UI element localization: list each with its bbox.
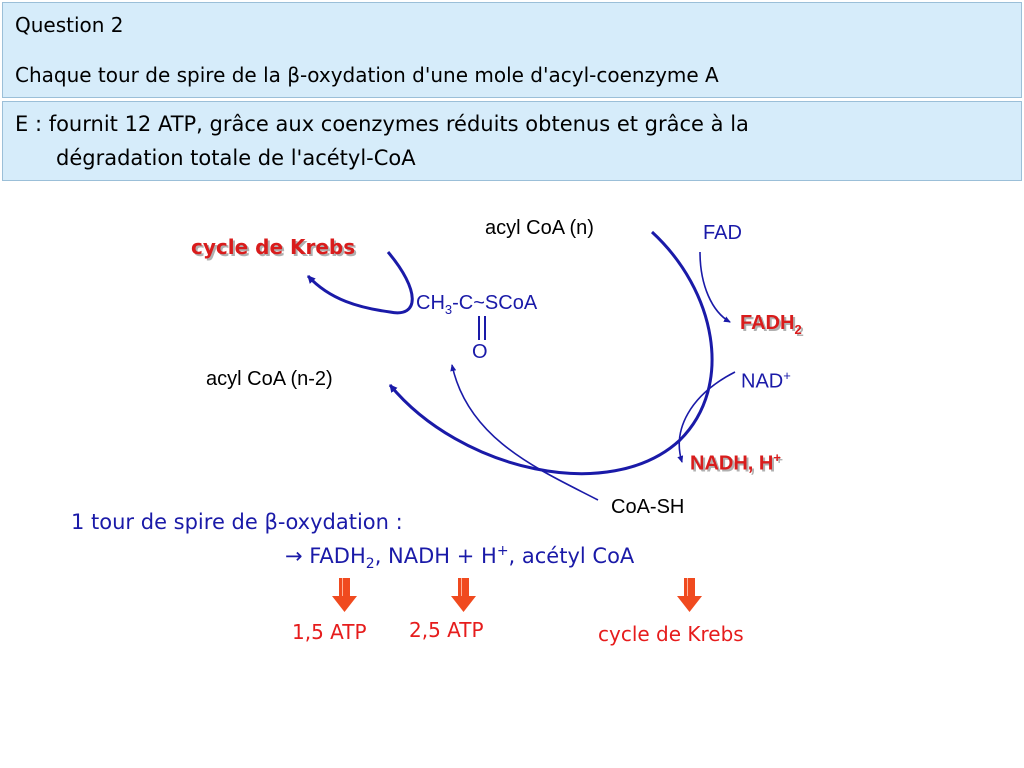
nadh-sup: + xyxy=(773,450,781,465)
double-bond-line-1 xyxy=(478,316,480,340)
question-text-post: -oxydation d'une mole d'acyl-coenzyme A xyxy=(300,63,719,87)
summary-line-2: → FADH2, NADH + H+, acétyl CoA xyxy=(285,543,634,572)
fadh2-sub: 2 xyxy=(794,322,802,337)
yield-arrow-fadh2 xyxy=(332,578,357,612)
summary-line-1: 1 tour de spire de β-oxydation : xyxy=(71,510,403,534)
krebs-top-label: cycle de Krebs xyxy=(191,235,356,259)
nadh-label: NADH, H+ xyxy=(690,450,781,476)
question-text-pre: Chaque tour de spire de la xyxy=(15,63,288,87)
fadh2-base: FADH xyxy=(740,312,795,334)
fadh2-label: FADH2 xyxy=(740,312,802,337)
summary-beta: β xyxy=(264,510,278,534)
nad-arrow xyxy=(677,371,736,463)
double-bond-line-2 xyxy=(484,316,486,340)
yield-atp-1: 1,5 ATP xyxy=(292,620,367,644)
yield-arrow-acetyl xyxy=(677,578,702,612)
acyl-coa-n2-label: acyl CoA (n-2) xyxy=(206,368,333,390)
main-cycle-arrow xyxy=(388,230,714,476)
summary-nadh: , NADH + H xyxy=(374,544,497,568)
summary-arrow: → xyxy=(285,544,303,568)
nad-sup: + xyxy=(783,368,791,383)
summary-line1-post: -oxydation : xyxy=(277,510,403,534)
summary-acetyl: , acétyl CoA xyxy=(508,544,635,568)
fad-label: FAD xyxy=(703,222,742,244)
coash-label: CoA-SH xyxy=(611,496,685,518)
acyl-coa-n-label: acyl CoA (n) xyxy=(485,217,594,239)
coash-arrow xyxy=(450,364,599,501)
acetyl-sub3: 3 xyxy=(444,302,453,317)
question-box: Question 2 Chaque tour de spire de la β-… xyxy=(2,2,1022,98)
acetyl-oxygen: O xyxy=(472,341,488,363)
question-text: Chaque tour de spire de la β-oxydation d… xyxy=(15,63,719,87)
summary-fadh: FADH xyxy=(302,544,366,568)
question-label: Question 2 xyxy=(15,13,124,37)
krebs-arrow xyxy=(306,251,414,315)
question-beta: β xyxy=(287,63,301,87)
yield-krebs: cycle de Krebs xyxy=(598,622,744,646)
summary-line1-pre: 1 tour de spire de xyxy=(71,510,265,534)
yield-atp-2: 2,5 ATP xyxy=(409,618,484,642)
nadh-base: NADH, H xyxy=(690,452,774,475)
answer-line-2: dégradation totale de l'acétyl-CoA xyxy=(56,146,416,170)
fad-arrow xyxy=(699,251,731,323)
summary-plus: + xyxy=(496,543,509,559)
acetyl-scoa: SCoA xyxy=(484,292,538,314)
acetyl-coa-formula: CH3-C~SCoA xyxy=(416,292,537,317)
answer-line-1: E : fournit 12 ATP, grâce aux coenzymes … xyxy=(15,112,749,136)
acetyl-tilde: ~ xyxy=(473,292,485,314)
nad-base: NAD xyxy=(741,370,784,393)
acetyl-dash-c: -C xyxy=(452,292,474,314)
yield-arrow-nadh xyxy=(451,578,476,612)
answer-box: E : fournit 12 ATP, grâce aux coenzymes … xyxy=(2,101,1022,181)
nad-label: NAD+ xyxy=(741,368,791,394)
acetyl-ch: CH xyxy=(416,292,445,314)
summary-fadh-sub: 2 xyxy=(365,556,375,573)
